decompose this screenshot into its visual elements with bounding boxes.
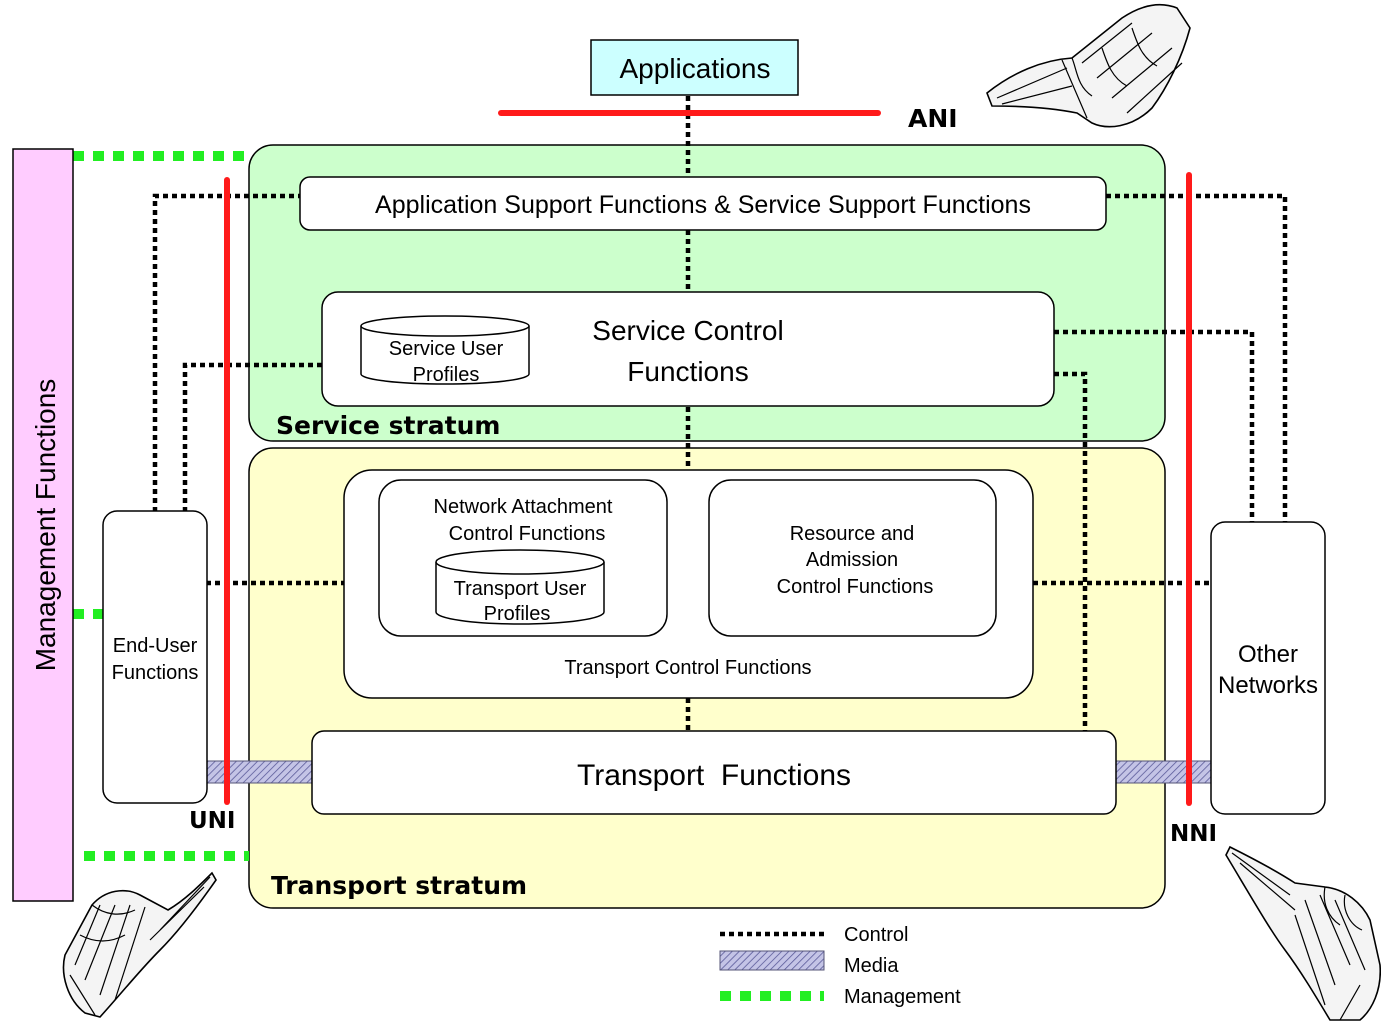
nacf-label-line2: Control Functions — [449, 523, 606, 545]
media-link-nni — [1115, 760, 1213, 784]
racf-label-line1: Resource and — [790, 523, 915, 545]
transport-control-label: Transport Control Functions — [564, 657, 811, 679]
transport-user-profiles-line1: Transport User — [454, 578, 587, 600]
service-user-profiles-line1: Service User — [389, 338, 504, 360]
legend: Control Media Management — [719, 924, 961, 1008]
nni-label: NNI — [1170, 821, 1217, 847]
legend-management-label: Management — [844, 986, 961, 1008]
service-user-profiles-db: Service User Profiles — [360, 315, 530, 386]
applications-label: Applications — [620, 53, 771, 84]
app-service-support-label: Application Support Functions & Service … — [375, 191, 1031, 219]
transport-user-profiles-line2: Profiles — [484, 603, 551, 625]
service-stratum-label: Service stratum — [276, 411, 500, 440]
service-control-label-line2: Functions — [627, 356, 748, 387]
end-user-label-line1: End-User — [113, 635, 198, 657]
app-service-support-box — [299, 176, 1107, 231]
transport-functions-box — [311, 730, 1117, 815]
racf-label-line3: Control Functions — [777, 576, 934, 598]
other-networks-label-line2: Networks — [1218, 672, 1318, 699]
media-link-uni — [205, 760, 313, 784]
end-user-label-line2: Functions — [112, 662, 199, 684]
pointing-hand-nni-icon — [1225, 845, 1381, 1021]
management-lines — [73, 151, 249, 861]
control-line-enduser-to-support — [152, 193, 300, 512]
pointing-hand-uni-icon — [62, 871, 217, 1018]
transport-stratum-label: Transport stratum — [271, 871, 527, 900]
transport-user-profiles-db: Transport User Profiles — [435, 549, 605, 625]
ani-label: ANI — [908, 104, 958, 133]
service-control-label-line1: Service Control — [592, 315, 783, 346]
control-line-support-to-other — [1106, 193, 1288, 522]
other-networks-box — [1210, 521, 1326, 815]
management-functions-box — [12, 148, 74, 902]
pointing-hand-ani-icon — [986, 3, 1191, 128]
applications-box — [590, 39, 799, 96]
uni-label: UNI — [189, 808, 235, 834]
legend-media-swatch — [719, 950, 825, 971]
legend-control-label: Control — [844, 924, 908, 946]
legend-media-label: Media — [844, 955, 899, 977]
management-functions-label: Management Functions — [30, 379, 61, 672]
control-line-enduser-to-scf — [182, 362, 322, 512]
racf-box — [708, 479, 997, 637]
other-networks-label-line1: Other — [1238, 641, 1298, 668]
nacf-label-line1: Network Attachment — [434, 496, 613, 518]
racf-label-line2: Admission — [806, 549, 898, 571]
service-user-profiles-line2: Profiles — [413, 364, 480, 386]
end-user-functions-box — [102, 510, 208, 804]
control-line-scf-to-other — [1054, 329, 1255, 522]
control-line-scf-to-tf — [1054, 371, 1088, 731]
transport-functions-label: Transport Functions — [577, 759, 851, 792]
